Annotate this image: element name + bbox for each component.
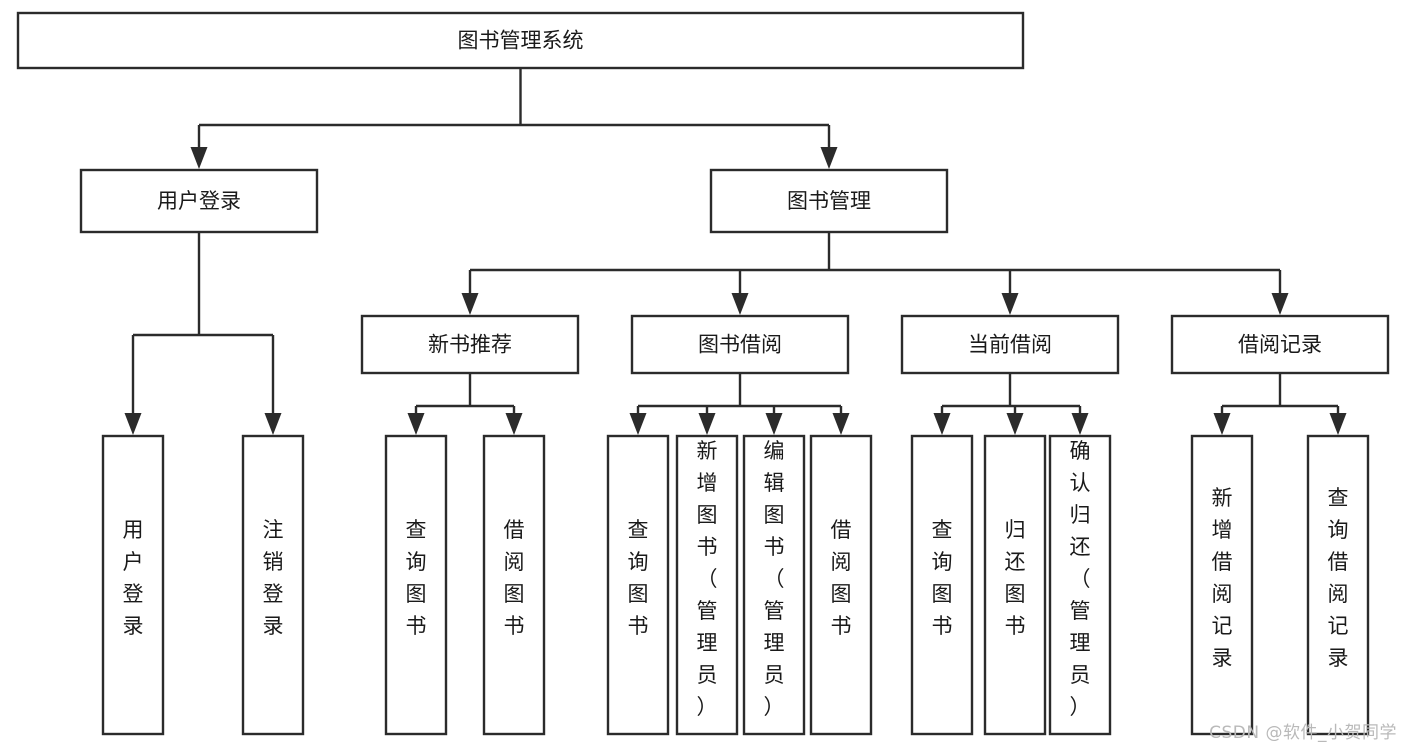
node-label: 借阅记录 [1238, 333, 1322, 357]
node-box[interactable] [241, 434, 305, 736]
node-leaf-edit-book[interactable]: 编辑图书（管理员） [742, 434, 806, 736]
node-borrow-record[interactable]: 借阅记录 [1170, 314, 1390, 375]
node-label: 查询借阅记录 [1328, 486, 1349, 670]
node-box[interactable] [16, 11, 1025, 70]
edge-arrowhead-icon [629, 413, 647, 435]
node-box[interactable] [101, 434, 165, 736]
node-label: 用户登录 [123, 518, 144, 638]
node-box[interactable] [1190, 434, 1254, 736]
node-leaf-logout[interactable]: 注销登录 [241, 434, 305, 736]
node-user-login[interactable]: 用户登录 [79, 168, 319, 234]
node-label: 编辑图书（管理员） [764, 439, 785, 719]
node-box[interactable] [384, 434, 448, 736]
node-leaf-return-book[interactable]: 归还图书 [983, 434, 1047, 736]
node-label: 查询图书 [406, 518, 427, 638]
edge-arrowhead-icon [832, 413, 850, 435]
edge-arrowhead-icon [1329, 413, 1347, 435]
edge-arrowhead-icon [407, 413, 425, 435]
nodes-layer: 图书管理系统用户登录图书管理新书推荐图书借阅当前借阅借阅记录用户登录注销登录查询… [16, 11, 1390, 736]
edge-arrowhead-icon [505, 413, 523, 435]
edges-layer [124, 68, 1347, 435]
node-box[interactable] [900, 314, 1120, 375]
node-label: 当前借阅 [968, 333, 1052, 357]
node-box[interactable] [983, 434, 1047, 736]
node-box[interactable] [482, 434, 546, 736]
edge-group-root [190, 68, 838, 169]
node-box[interactable] [809, 434, 873, 736]
watermark-credit: CSDN @软件_小贺同学 [1209, 723, 1397, 743]
node-label: 查询图书 [932, 518, 953, 638]
edge-arrowhead-icon [1071, 413, 1089, 435]
node-box[interactable] [79, 168, 319, 234]
edge-arrowhead-icon [698, 413, 716, 435]
edge-arrowhead-icon [461, 293, 479, 315]
node-label: 借阅图书 [831, 518, 852, 638]
node-label: 借阅图书 [504, 518, 525, 638]
node-leaf-query-book-1[interactable]: 查询图书 [384, 434, 448, 736]
edge-arrowhead-icon [731, 293, 749, 315]
node-book-manage[interactable]: 图书管理 [709, 168, 949, 234]
node-root[interactable]: 图书管理系统 [16, 11, 1025, 70]
edge-arrowhead-icon [190, 147, 208, 169]
node-label: 用户登录 [157, 189, 241, 213]
node-label: 图书管理系统 [458, 29, 584, 53]
edge-arrowhead-icon [1213, 413, 1231, 435]
node-leaf-borrow-book-1[interactable]: 借阅图书 [482, 434, 546, 736]
node-current-borrow[interactable]: 当前借阅 [900, 314, 1120, 375]
node-leaf-user-login[interactable]: 用户登录 [101, 434, 165, 736]
node-leaf-query-book-3[interactable]: 查询图书 [910, 434, 974, 736]
node-label: 图书管理 [787, 189, 871, 213]
node-box[interactable] [1170, 314, 1390, 375]
edge-arrowhead-icon [264, 413, 282, 435]
node-leaf-query-record[interactable]: 查询借阅记录 [1306, 434, 1370, 736]
edge-arrowhead-icon [1006, 413, 1024, 435]
node-label: 新书推荐 [428, 333, 512, 357]
edge-group-book-borrow [629, 373, 850, 435]
node-leaf-add-record[interactable]: 新增借阅记录 [1190, 434, 1254, 736]
edge-group-user-login [124, 232, 282, 435]
node-box[interactable] [606, 434, 670, 736]
node-leaf-query-book-2[interactable]: 查询图书 [606, 434, 670, 736]
node-box[interactable] [630, 314, 850, 375]
node-leaf-confirm-return[interactable]: 确认归还（管理员） [1048, 434, 1112, 736]
node-label: 归还图书 [1005, 518, 1026, 638]
edge-group-book-manage [461, 232, 1289, 315]
node-box[interactable] [1048, 434, 1112, 736]
node-leaf-add-book[interactable]: 新增图书（管理员） [675, 434, 739, 736]
edge-arrowhead-icon [124, 413, 142, 435]
node-box[interactable] [1306, 434, 1370, 736]
node-label: 新增借阅记录 [1212, 486, 1233, 670]
edge-arrowhead-icon [820, 147, 838, 169]
edge-arrowhead-icon [1001, 293, 1019, 315]
edge-group-new-book-rec [407, 373, 523, 435]
node-book-borrow[interactable]: 图书借阅 [630, 314, 850, 375]
edge-arrowhead-icon [1271, 293, 1289, 315]
node-box[interactable] [709, 168, 949, 234]
node-new-book-rec[interactable]: 新书推荐 [360, 314, 580, 375]
node-label: 注销登录 [263, 518, 284, 638]
edge-arrowhead-icon [765, 413, 783, 435]
node-label: 新增图书（管理员） [697, 439, 718, 719]
node-box[interactable] [742, 434, 806, 736]
edge-group-current-borrow [933, 373, 1089, 435]
node-label: 查询图书 [628, 518, 649, 638]
edge-arrowhead-icon [933, 413, 951, 435]
edge-group-borrow-record [1213, 373, 1347, 435]
node-box[interactable] [360, 314, 580, 375]
node-box[interactable] [675, 434, 739, 736]
node-label: 确认归还（管理员） [1070, 439, 1091, 719]
node-box[interactable] [910, 434, 974, 736]
node-leaf-borrow-book-2[interactable]: 借阅图书 [809, 434, 873, 736]
node-label: 图书借阅 [698, 333, 782, 357]
